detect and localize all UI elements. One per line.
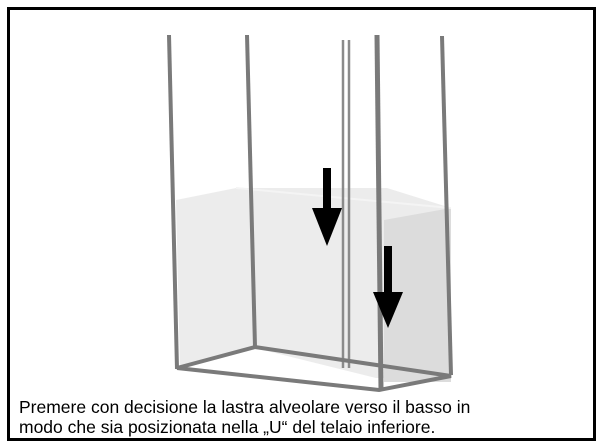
frame-post-front-right: [374, 34, 384, 391]
caption-line-1: Premere con decisione la lastra alveolar…: [19, 397, 471, 417]
frame-post-front-left: [167, 34, 179, 370]
instruction-caption: Premere con decisione la lastra alveolar…: [19, 397, 589, 437]
instruction-card: Premere con decisione la lastra alveolar…: [7, 7, 596, 441]
frame-post-rear-right: [440, 35, 453, 376]
arrow-down-icon: [373, 246, 403, 328]
assembly-illustration: [167, 34, 453, 393]
panel-right: [384, 208, 451, 382]
caption-line-2: modo che sia posizionata nella „U“ del t…: [19, 417, 436, 437]
arrow-down-icon: [312, 168, 342, 246]
frame-bottom: [176, 344, 452, 393]
frame-post-rear-left: [245, 34, 257, 348]
